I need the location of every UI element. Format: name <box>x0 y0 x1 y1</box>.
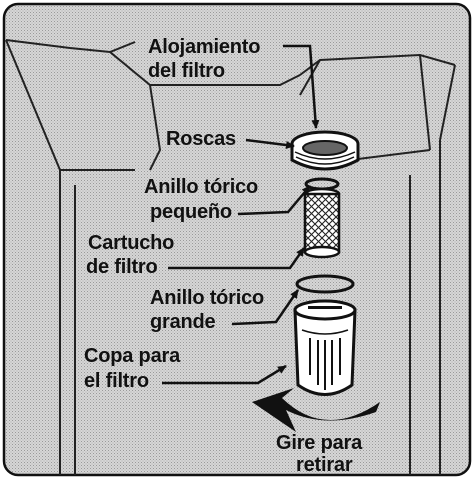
label-cartridge-line2: de filtro <box>86 256 158 278</box>
label-rotate-line1: Gire para <box>276 432 363 454</box>
label-large-o-ring-line2: grande <box>150 311 216 333</box>
label-small-o-ring-line1: Anillo tórico <box>144 176 259 198</box>
label-cartridge-line1: Cartucho <box>88 232 175 254</box>
label-small-o-ring-line2: pequeño <box>150 201 232 223</box>
label-large-o-ring-line1: Anillo tórico <box>150 287 265 309</box>
label-filter-housing-line2: del filtro <box>148 60 225 82</box>
label-cup-line2: el filtro <box>84 370 149 392</box>
label-filter-housing-line1: Alojamiento <box>148 36 261 58</box>
filter-cartridge <box>303 187 341 259</box>
interior-outline <box>5 39 456 475</box>
leader-lines <box>162 44 320 385</box>
filter-cup <box>293 299 357 396</box>
label-rotate-line2: retirar <box>296 454 353 476</box>
filter-housing <box>290 130 360 171</box>
rotate-arrow <box>252 388 380 432</box>
label-cup-line1: Copa para <box>84 345 181 367</box>
label-threads: Roscas <box>166 128 236 150</box>
large-o-ring <box>295 274 355 294</box>
